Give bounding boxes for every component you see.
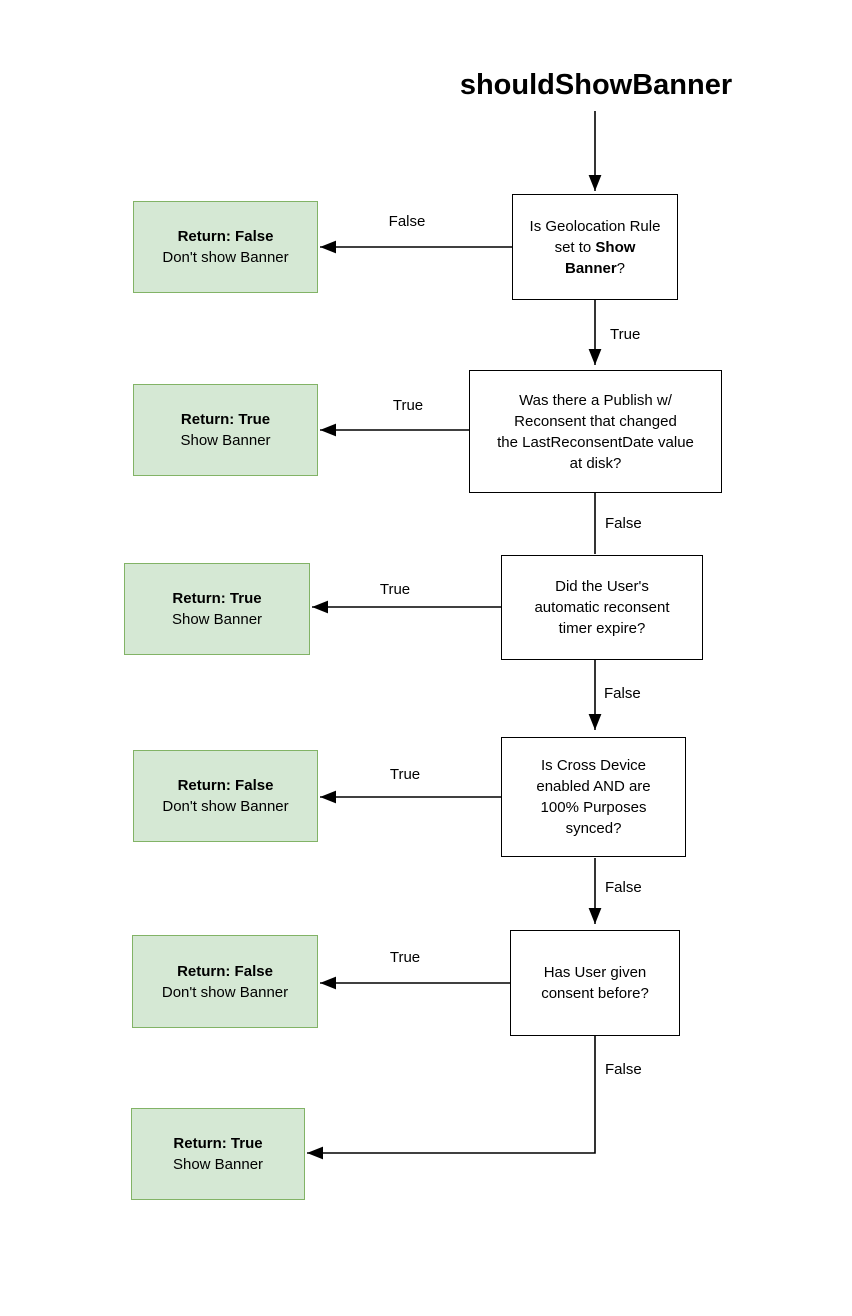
return-title: Return: True (173, 1135, 263, 1152)
decision-publish-reconsent-text: Was there a Publish w/ Reconsent that ch… (497, 391, 694, 472)
return-node-consent-false: Return: True Show Banner (131, 1108, 305, 1200)
edge-label-cross-false: False (605, 879, 642, 896)
edge-label-publish-true: True (392, 397, 424, 414)
return-subtitle: Don't show Banner (161, 983, 289, 1001)
edge-label-timer-true: True (379, 581, 411, 598)
edge-label-timer-false: False (604, 685, 641, 702)
return-node-timer-true: Return: True Show Banner (124, 563, 310, 655)
return-subtitle: Show Banner (172, 1156, 264, 1173)
return-title: Return: True (172, 590, 262, 607)
return-node-cross-true: Return: False Don't show Banner (133, 750, 318, 842)
return-node-publish-true: Return: True Show Banner (133, 384, 318, 476)
return-title: Return: False (177, 962, 273, 980)
return-title: Return: False (177, 777, 274, 794)
decision-publish-reconsent: Was there a Publish w/ Reconsent that ch… (469, 370, 722, 493)
return-title: Return: False (177, 228, 274, 245)
decision-reconsent-timer-text: Did the User's automatic reconsent timer… (534, 578, 670, 637)
decision-reconsent-timer: Did the User's automatic reconsent timer… (501, 555, 703, 660)
decision-geo-rule-text: Is Geolocation Rule set to Show Banner? (529, 217, 661, 277)
decision-geo-rule: Is Geolocation Rule set to Show Banner? (512, 194, 678, 300)
return-subtitle: Don't show Banner (162, 249, 289, 266)
edge-label-geo-false: False (388, 213, 426, 230)
return-node-consent-true: Return: False Don't show Banner (132, 935, 318, 1028)
return-subtitle: Show Banner (180, 432, 271, 449)
decision-consent-before-text: Has User given consent before? (541, 964, 649, 1002)
edge-label-consent-true: True (389, 949, 421, 966)
edge-label-consent-false: False (605, 1061, 642, 1078)
decision-consent-before: Has User given consent before? (510, 930, 680, 1036)
return-title: Return: True (180, 411, 271, 428)
decision-cross-device-text: Is Cross Device enabled AND are 100% Pur… (536, 757, 651, 837)
return-subtitle: Don't show Banner (162, 798, 289, 815)
edge-label-geo-true: True (610, 326, 641, 343)
return-subtitle: Show Banner (171, 611, 263, 628)
edge-consent-false (307, 1036, 596, 1160)
return-node-geo-false: Return: False Don't show Banner (133, 201, 318, 293)
edge-label-publish-false: False (605, 515, 642, 532)
flowchart-title: shouldShowBanner (459, 69, 733, 101)
edge-label-cross-true: True (389, 766, 421, 783)
decision-cross-device: Is Cross Device enabled AND are 100% Pur… (501, 737, 686, 857)
